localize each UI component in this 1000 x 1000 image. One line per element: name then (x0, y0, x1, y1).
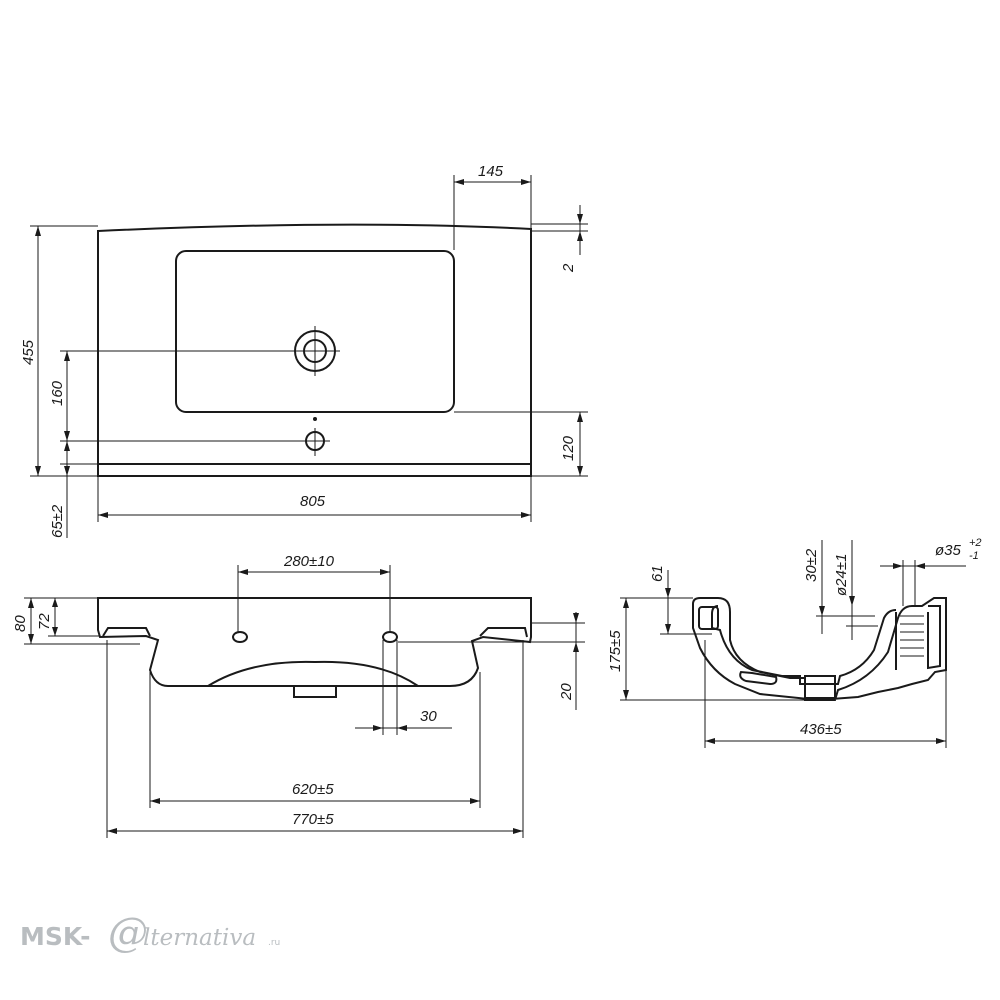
watermark-brand: MSK- (20, 922, 90, 951)
section-drain-bore (804, 675, 836, 699)
arrow-72-b (52, 627, 58, 636)
dim-label-65: 65±2 (49, 504, 66, 538)
front-hole-right (382, 631, 398, 643)
tap-dot (313, 417, 317, 421)
section-cavity-left (698, 606, 719, 630)
dim-label-80: 80 (12, 615, 29, 632)
watermark-at-sign: @ (108, 910, 148, 956)
arrow-61-t (665, 588, 671, 598)
section-drain-slot (739, 670, 778, 686)
dim-label-120: 120 (560, 435, 577, 461)
dim-label-160: 160 (49, 380, 66, 406)
dim-label-455: 455 (20, 339, 37, 365)
arrow-30-l (373, 725, 383, 731)
arrow-160-b (64, 431, 70, 441)
arrow-120-t (577, 412, 583, 422)
section-overflow (895, 605, 941, 670)
arrow-280-r (380, 569, 390, 575)
arrow-2-b (577, 231, 583, 241)
watermark-logo: MSK- @ lternativa .ru (20, 910, 280, 956)
basin-outline (175, 250, 455, 413)
section-bowl (711, 605, 897, 685)
front-outline (97, 597, 532, 687)
arrow-145-l (454, 179, 464, 185)
arrow-805-r (521, 512, 531, 518)
arrow-65-t (64, 441, 70, 451)
top-view: 145 2 455 160 65±2 120 (20, 163, 588, 538)
arrow-145-r (521, 179, 531, 185)
arrow-d24 (849, 596, 855, 606)
arrow-120-b (577, 466, 583, 476)
dim-label-d24: ø24±1 (833, 554, 850, 596)
arrow-72-t (52, 598, 58, 607)
dim-label-805: 805 (300, 493, 326, 510)
arrow-65-b (64, 466, 70, 476)
dim-label-770: 770±5 (292, 811, 334, 828)
arrow-80-t (28, 598, 34, 608)
arrow-175-b (623, 690, 629, 700)
dim-tol-minus: -1 (969, 550, 979, 562)
front-drain-stub (293, 686, 337, 698)
arrow-d35-l (893, 563, 903, 569)
dim-tol-plus: +2 (969, 537, 982, 549)
arrow-160-t (64, 351, 70, 361)
arrow-d35-r (915, 563, 925, 569)
arrow-770-r (513, 828, 523, 834)
arrow-30-2 (819, 606, 825, 616)
dim-label-436: 436±5 (800, 721, 842, 738)
arrow-30-r (397, 725, 407, 731)
arrow-280-l (238, 569, 248, 575)
section-hatch (900, 615, 924, 657)
arrow-61-b (665, 624, 671, 634)
arrow-805-l (98, 512, 108, 518)
front-bowl-curve (207, 660, 419, 687)
dim-label-d35: ø35 (935, 542, 962, 559)
top-outline (97, 223, 532, 477)
arrow-20-b (573, 642, 579, 652)
watermark-tld: .ru (268, 938, 280, 948)
arrow-620-l (150, 798, 160, 804)
dim-label-620: 620±5 (292, 781, 334, 798)
dim-label-30-2: 30±2 (803, 548, 820, 582)
arrow-455-b (35, 466, 41, 476)
dim-label-175: 175±5 (607, 630, 624, 672)
arrow-620-r (470, 798, 480, 804)
front-view: 280±10 80 72 20 30 620±5 (12, 553, 585, 838)
arrow-80-b (28, 634, 34, 644)
front-right-lip (479, 627, 528, 638)
front-hole-left (232, 631, 248, 643)
dim-label-2: 2 (560, 263, 577, 273)
arrow-455-t (35, 226, 41, 236)
dim-label-30: 30 (420, 708, 437, 725)
arrow-20-t (573, 613, 579, 623)
dim-label-145: 145 (478, 163, 504, 180)
front-left-lip (102, 627, 151, 637)
dim-label-61: 61 (649, 565, 666, 582)
dim-label-280: 280±10 (283, 553, 335, 570)
dim-label-72: 72 (36, 613, 53, 630)
section-view: 61 30±2 ø24±1 ø35 +2 -1 175±5 436±5 (607, 537, 982, 748)
arrow-436-r (936, 738, 946, 744)
arrow-175-t (623, 598, 629, 608)
watermark-rest: lternativa (143, 925, 256, 951)
arrow-770-l (107, 828, 117, 834)
arrow-436-l (705, 738, 715, 744)
dim-label-20: 20 (558, 683, 575, 701)
arrow-2-a (577, 214, 583, 224)
